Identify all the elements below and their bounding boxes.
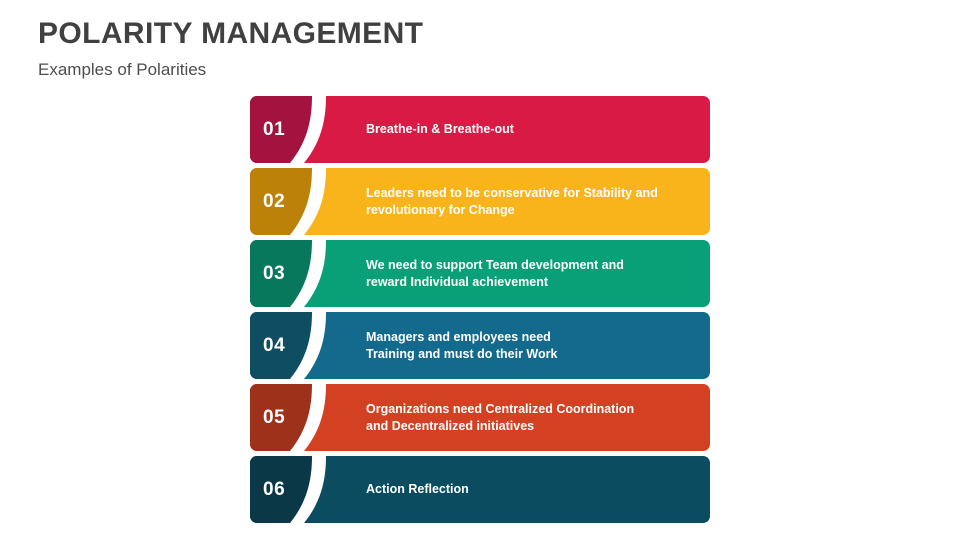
bar-number-label: 03 [263,262,286,284]
slide-header: POLARITY MANAGEMENT Examples of Polariti… [38,14,638,82]
page-title: POLARITY MANAGEMENT [38,17,424,50]
bar-number-label: 02 [263,190,286,212]
bar-number-label: 05 [263,406,286,428]
bar-body [250,312,710,379]
polarity-bar-list: 01 Breathe-in & Breathe-out 02 Leaders need… [250,96,712,528]
bar-number-label: 01 [263,118,286,140]
polarity-bar-06[interactable]: 06 Action Reflection [250,456,710,523]
bar-text-line: Organizations need Centralized Coordinat… [366,402,635,416]
page-subtitle: Examples of Polarities [38,60,207,79]
bar-text-line: Leaders need to be conservative for Stab… [366,186,658,200]
bar-text-label: Breathe-in & Breathe-out [366,96,696,163]
bar-number-label: 06 [263,478,286,500]
bar-text-line: revolutionary for Change [366,202,515,217]
bar-body [250,456,710,523]
bar-text-line: Action Reflection [366,482,469,497]
bar-body [250,96,710,163]
bar-text-label: Organizations need Centralized Coordinat… [366,384,696,451]
bar-text-label: Action Reflection [366,456,696,523]
polarity-bar-02[interactable]: 02 Leaders need to be conservative for St… [250,168,710,235]
bar-text-line: Training and must do their Work [366,346,558,361]
bar-body [250,168,710,235]
bar-body [250,240,710,307]
bar-text-line: We need to support Team development and [366,258,624,272]
polarity-bar-05[interactable]: 05 Organizations need Centralized Coordin… [250,384,710,451]
bar-text-label: Leaders need to be conservative for Stab… [366,168,696,235]
bar-text-label: We need to support Team development and r… [366,240,696,307]
bar-text-line: Breathe-in & Breathe-out [366,122,514,137]
bar-text-line: reward Individual achievement [366,274,549,289]
polarity-bar-03[interactable]: 03 We need to support Team development an… [250,240,710,307]
bar-text-line: Managers and employees need [366,330,551,344]
polarity-bar-01[interactable]: 01 Breathe-in & Breathe-out [250,96,710,163]
bar-number-label: 04 [263,334,286,356]
bar-body [250,384,710,451]
bar-text-line: and Decentralized initiatives [366,418,535,433]
